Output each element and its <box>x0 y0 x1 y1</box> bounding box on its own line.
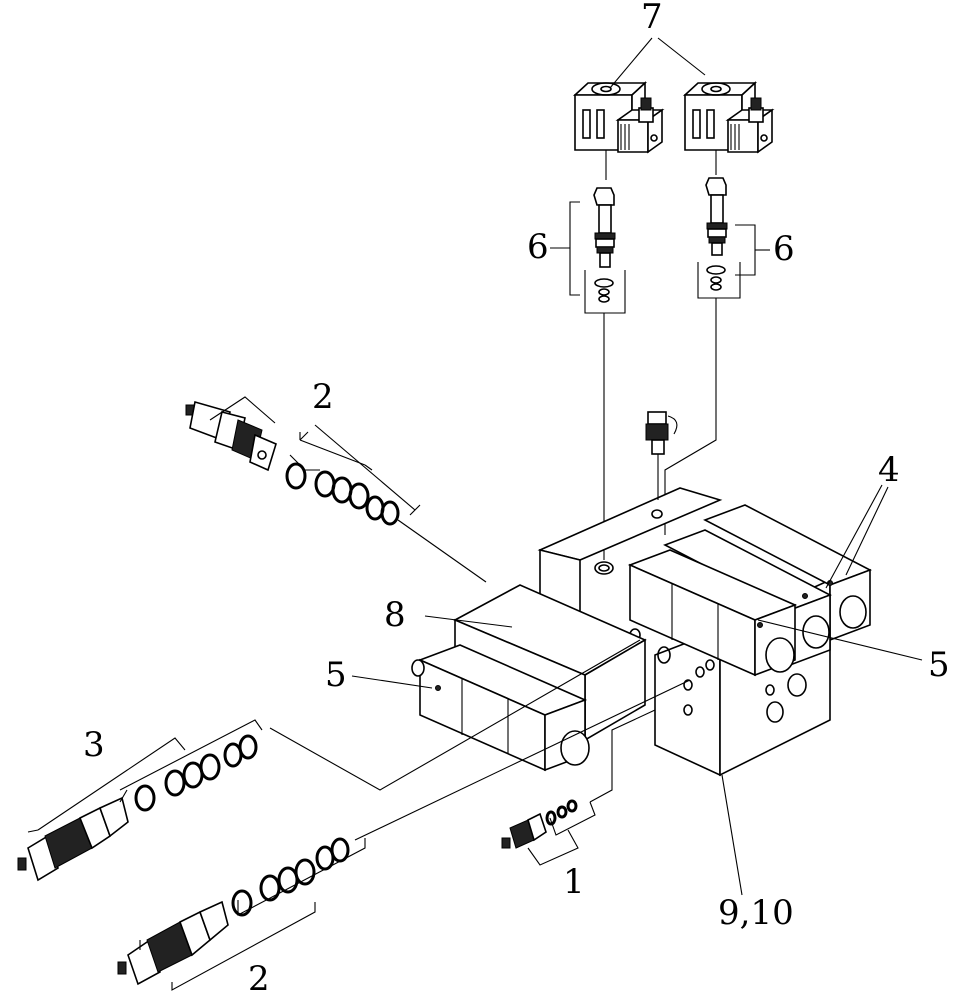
callout-7-label: 7 <box>641 0 663 37</box>
callout-9-10-label: 9,10 <box>718 893 794 933</box>
callout-5-left-label: 5 <box>325 655 347 695</box>
solenoid-coil-right <box>682 81 775 175</box>
cartridge-right <box>664 177 756 535</box>
relief-valve-top <box>185 396 487 583</box>
valve-2-bottom <box>117 679 691 991</box>
valve-blocks-4 <box>663 504 872 667</box>
callout-4-label: 4 <box>878 450 900 490</box>
valve-block-left-5 <box>411 644 590 772</box>
callout-2-bottom-label: 2 <box>248 959 270 999</box>
callout-2-top-label: 2 <box>312 377 334 417</box>
callout-5-right-label: 5 <box>928 645 950 685</box>
valve-1 <box>501 709 656 866</box>
callout-8-label: 8 <box>384 595 406 635</box>
valve-3 <box>17 639 641 882</box>
callout-6-right-label: 6 <box>773 229 795 269</box>
callout-6-left-label: 6 <box>527 227 549 267</box>
callout-1-label: 1 <box>563 862 585 902</box>
callout-leaders <box>351 247 923 689</box>
test-fitting <box>645 411 678 500</box>
cartridge-left <box>569 187 626 560</box>
valve-block-right-5 <box>627 549 798 677</box>
solenoid-coil-left <box>572 81 665 180</box>
callout-leader-7 <box>609 37 706 89</box>
callout-3-label: 3 <box>83 725 105 765</box>
